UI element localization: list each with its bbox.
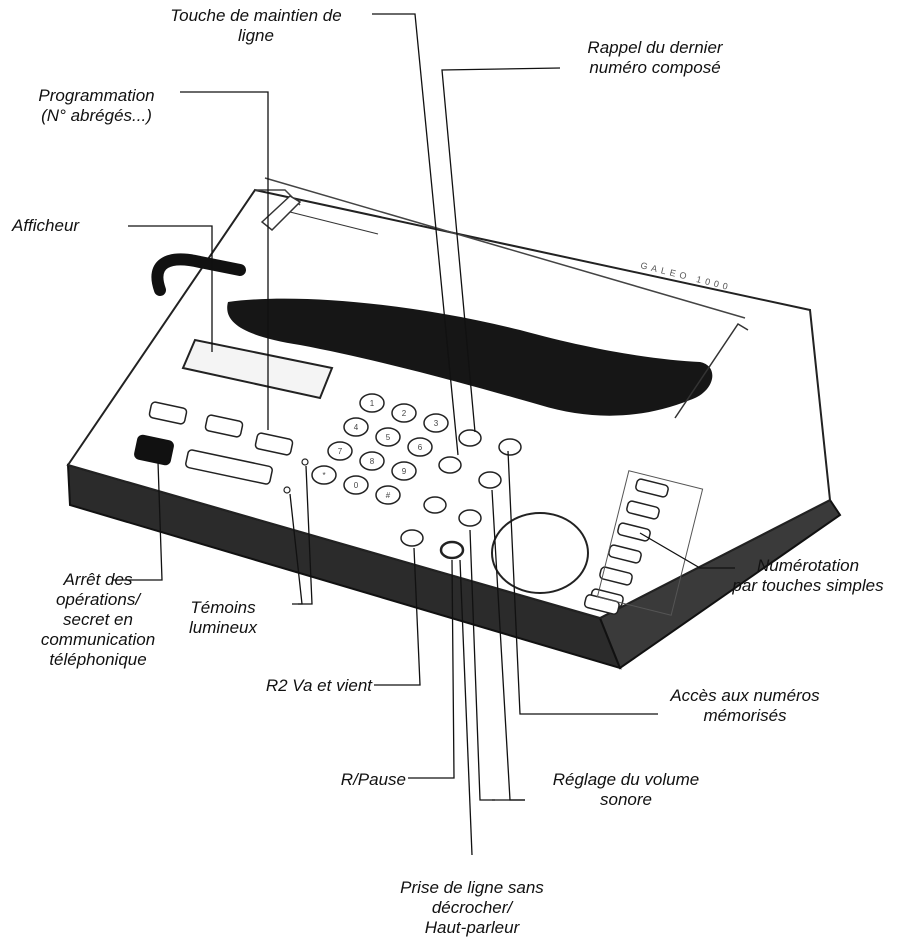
- handset: [227, 298, 713, 416]
- left-control-key: [204, 414, 244, 438]
- keypad-key: [359, 393, 385, 413]
- label-speakerphone: Prise de ligne sans décrocher/ Haut-parl…: [372, 878, 572, 938]
- keypad-key-label: 5: [386, 433, 391, 442]
- label-hold-line2: ligne: [238, 26, 274, 45]
- one-touch-key: [626, 500, 660, 520]
- label-speaker-line3: Haut-parleur: [424, 918, 520, 937]
- wide-key: [185, 449, 273, 485]
- led-indicator: [301, 458, 309, 466]
- function-key: [478, 471, 502, 489]
- hold-key: [458, 429, 482, 447]
- one-touch-key: [599, 566, 633, 586]
- keypad-key-label: 7: [338, 447, 343, 456]
- label-speaker-line2: décrocher/: [431, 898, 513, 917]
- leader-lines: [112, 13, 735, 856]
- label-stop-line3: secret en: [63, 610, 133, 629]
- label-leds: Témoins lumineux: [168, 598, 278, 638]
- keypad-key: [375, 427, 401, 447]
- label-memory-line1: Accès aux numéros: [670, 686, 820, 705]
- function-key: [458, 509, 482, 527]
- label-display: Afficheur: [12, 216, 80, 235]
- label-volume: Réglage du volume sonore: [528, 770, 724, 810]
- keypad-key: [407, 437, 433, 457]
- label-volume-line2: sonore: [600, 790, 652, 809]
- function-key: [423, 496, 447, 514]
- keypad-key: [375, 485, 401, 505]
- label-speaker-line1: Prise de ligne sans: [400, 878, 544, 897]
- keypad-key: [343, 417, 369, 437]
- keypad-key-label: 3: [434, 419, 439, 428]
- speaker-key: [439, 540, 465, 560]
- label-leds-line2: lumineux: [188, 618, 258, 637]
- keypad-key-label: 2: [402, 409, 407, 418]
- one-touch-keys: [583, 478, 669, 615]
- keypad-key-label: *: [322, 471, 325, 480]
- label-stop-line2: opérations/: [55, 590, 141, 609]
- keypad-key-label: 8: [370, 457, 375, 466]
- numeric-keypad: 1 2 3 4 5 6 7 8 9 * 0 #: [311, 393, 449, 505]
- label-hold-line1: Touche de maintien de: [170, 6, 342, 25]
- keypad-key: [359, 451, 385, 471]
- keypad-key: [327, 441, 353, 461]
- label-redial-line2: numéro composé: [589, 58, 721, 77]
- one-touch-key: [617, 522, 651, 542]
- led-indicator: [283, 486, 291, 494]
- display-screen: [181, 338, 334, 400]
- keypad-key-label: 6: [418, 443, 423, 452]
- label-stop-line5: téléphonique: [49, 650, 147, 669]
- handset-cord: [151, 253, 246, 296]
- left-control-key: [148, 401, 188, 425]
- label-volume-line1: Réglage du volume: [552, 770, 700, 789]
- top-edge-line: [264, 177, 746, 319]
- label-hold-key: Touche de maintien de ligne: [142, 6, 370, 46]
- label-programming: Programmation (N° abrégés...): [14, 86, 179, 126]
- keypad-key-label: 4: [354, 423, 359, 432]
- redial-key: [498, 438, 522, 456]
- keypad-key: [423, 413, 449, 433]
- label-one-touch-dialing: Numérotation par touches simples: [718, 556, 898, 596]
- speaker-grille: [491, 512, 589, 594]
- label-tab: [260, 195, 302, 232]
- label-redial-line1: Rappel du dernier: [587, 38, 723, 57]
- one-touch-panel: [596, 470, 704, 616]
- prog-key: [254, 432, 294, 456]
- label-onetouch-line1: Numérotation: [756, 556, 860, 575]
- keypad-key: [343, 475, 369, 495]
- keypad-key: [391, 461, 417, 481]
- keypad-key: [311, 465, 337, 485]
- label-r-pause: R/Pause: [340, 770, 406, 789]
- label-onetouch-line2: par touches simples: [732, 576, 884, 595]
- r2-key: [400, 529, 424, 547]
- handset-cradle-edge: [674, 322, 749, 419]
- label-stop-line1: Arrêt des: [63, 570, 133, 589]
- label-redial: Rappel du dernier numéro composé: [565, 38, 745, 78]
- label-r2: R2 Va et vient: [265, 676, 372, 695]
- label-prog-line1: Programmation: [38, 86, 155, 105]
- label-leds-line1: Témoins: [190, 598, 256, 617]
- label-stop-secret: Arrêt des opérations/ secret en communic…: [8, 570, 188, 670]
- keypad-key: [391, 403, 417, 423]
- one-touch-key: [635, 478, 669, 498]
- label-memory-access: Accès aux numéros mémorisés: [655, 686, 835, 726]
- function-key: [438, 456, 462, 474]
- keypad-key-label: 1: [370, 399, 375, 408]
- stop-secret-key: [134, 434, 174, 466]
- arrow-line: [289, 211, 379, 235]
- keypad-key-label: #: [386, 491, 391, 500]
- keypad-key-label: 9: [402, 467, 407, 476]
- label-prog-line2: (N° abrégés...): [41, 106, 152, 125]
- label-stop-line4: communication: [40, 630, 156, 649]
- label-memory-line2: mémorisés: [703, 706, 787, 725]
- keypad-key-label: 0: [354, 481, 359, 490]
